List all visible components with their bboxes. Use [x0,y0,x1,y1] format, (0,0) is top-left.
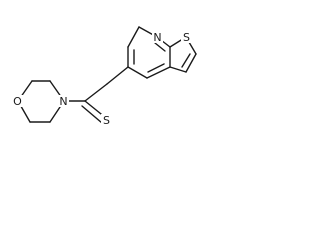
bond-ch2-thiocarbonyl [84,83,108,102]
o-morpholine-mask [12,95,23,107]
s-thiophene-mask [181,31,192,43]
n-morpholine-mask [58,95,69,107]
bond-c3-c3a [169,66,187,73]
n-pyridine-mask [152,31,163,43]
s-thiophene-label: S [183,31,190,44]
atom-labels: N S S N O [12,31,192,127]
bond-c2-c3-double [181,53,191,68]
bond-c3a-c4 [146,66,171,79]
bond-c6-c-pyridine [127,26,140,48]
s-thioamide-label: S [103,114,110,127]
bond-c4-c5 [127,66,148,79]
o-morpholine-label: O [13,95,22,108]
bond-c3a-c4-double [147,63,165,73]
n-morpholine-label: N [59,95,67,108]
bond-c2-c3 [185,53,197,73]
bond-c-s-thioamide-double [81,105,103,124]
bond-n-c7a-double [154,42,166,52]
n-pyridine-label: N [153,31,161,44]
chemical-structure-diagram: N S S N O [12,26,197,127]
bond-ring-ch2 [106,66,129,85]
bonds [17,26,197,124]
s-thioamide-mask [101,114,112,126]
